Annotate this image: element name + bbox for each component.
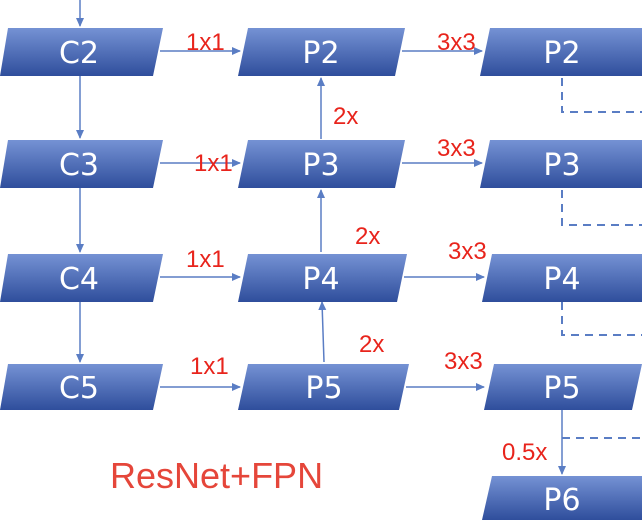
node-p4-output: P4 <box>482 254 642 302</box>
label-c3-p3: 1x1 <box>194 150 233 177</box>
svg-text:C3: C3 <box>59 148 99 183</box>
label-c2-p2: 1x1 <box>186 29 225 56</box>
node-p6: P6 <box>482 476 642 520</box>
svg-text:P3: P3 <box>302 148 339 183</box>
label-c5-p5: 1x1 <box>190 353 229 380</box>
svg-text:P5: P5 <box>305 371 342 406</box>
svg-text:P4: P4 <box>543 262 580 297</box>
svg-text:P5: P5 <box>543 371 580 406</box>
node-c3: C3 <box>0 140 163 188</box>
node-p5-output: P5 <box>484 364 642 410</box>
label-p4-out: 3x3 <box>448 238 487 265</box>
label-p2-out: 3x3 <box>437 29 476 56</box>
node-p4-top-down: P4 <box>238 254 407 302</box>
node-p3-output: P3 <box>480 140 642 188</box>
svg-text:P4: P4 <box>302 262 339 297</box>
label-p3-p2: 2x <box>333 103 358 130</box>
svg-text:C4: C4 <box>59 262 99 297</box>
svg-text:C5: C5 <box>59 371 99 406</box>
node-c4: C4 <box>0 254 163 302</box>
svg-text:P6: P6 <box>543 483 580 518</box>
node-c2: C2 <box>0 28 163 76</box>
node-p2-top-down: P2 <box>238 28 405 76</box>
diagram-title: ResNet+FPN <box>110 455 323 496</box>
svg-text:P3: P3 <box>543 148 580 183</box>
arrow-p5-p4 <box>318 301 327 363</box>
label-c4-p4: 1x1 <box>186 246 225 273</box>
label-p5-p6: 0.5x <box>502 439 547 466</box>
node-c5: C5 <box>0 364 163 410</box>
svg-text:P2: P2 <box>302 36 339 71</box>
dashed-connector-p2 <box>561 78 642 113</box>
node-p5-top-down: P5 <box>238 364 409 410</box>
label-p4-p3: 2x <box>355 223 380 250</box>
label-p3-out: 3x3 <box>437 135 476 162</box>
label-p5-p4: 2x <box>359 331 384 358</box>
node-p3-top-down: P3 <box>238 140 405 188</box>
svg-text:C2: C2 <box>59 36 99 71</box>
dashed-connector-p3 <box>561 190 642 226</box>
label-p5-out: 3x3 <box>444 348 483 375</box>
dashed-connector-p4 <box>561 302 642 336</box>
svg-text:P2: P2 <box>543 36 580 71</box>
node-p2-output: P2 <box>480 28 642 76</box>
